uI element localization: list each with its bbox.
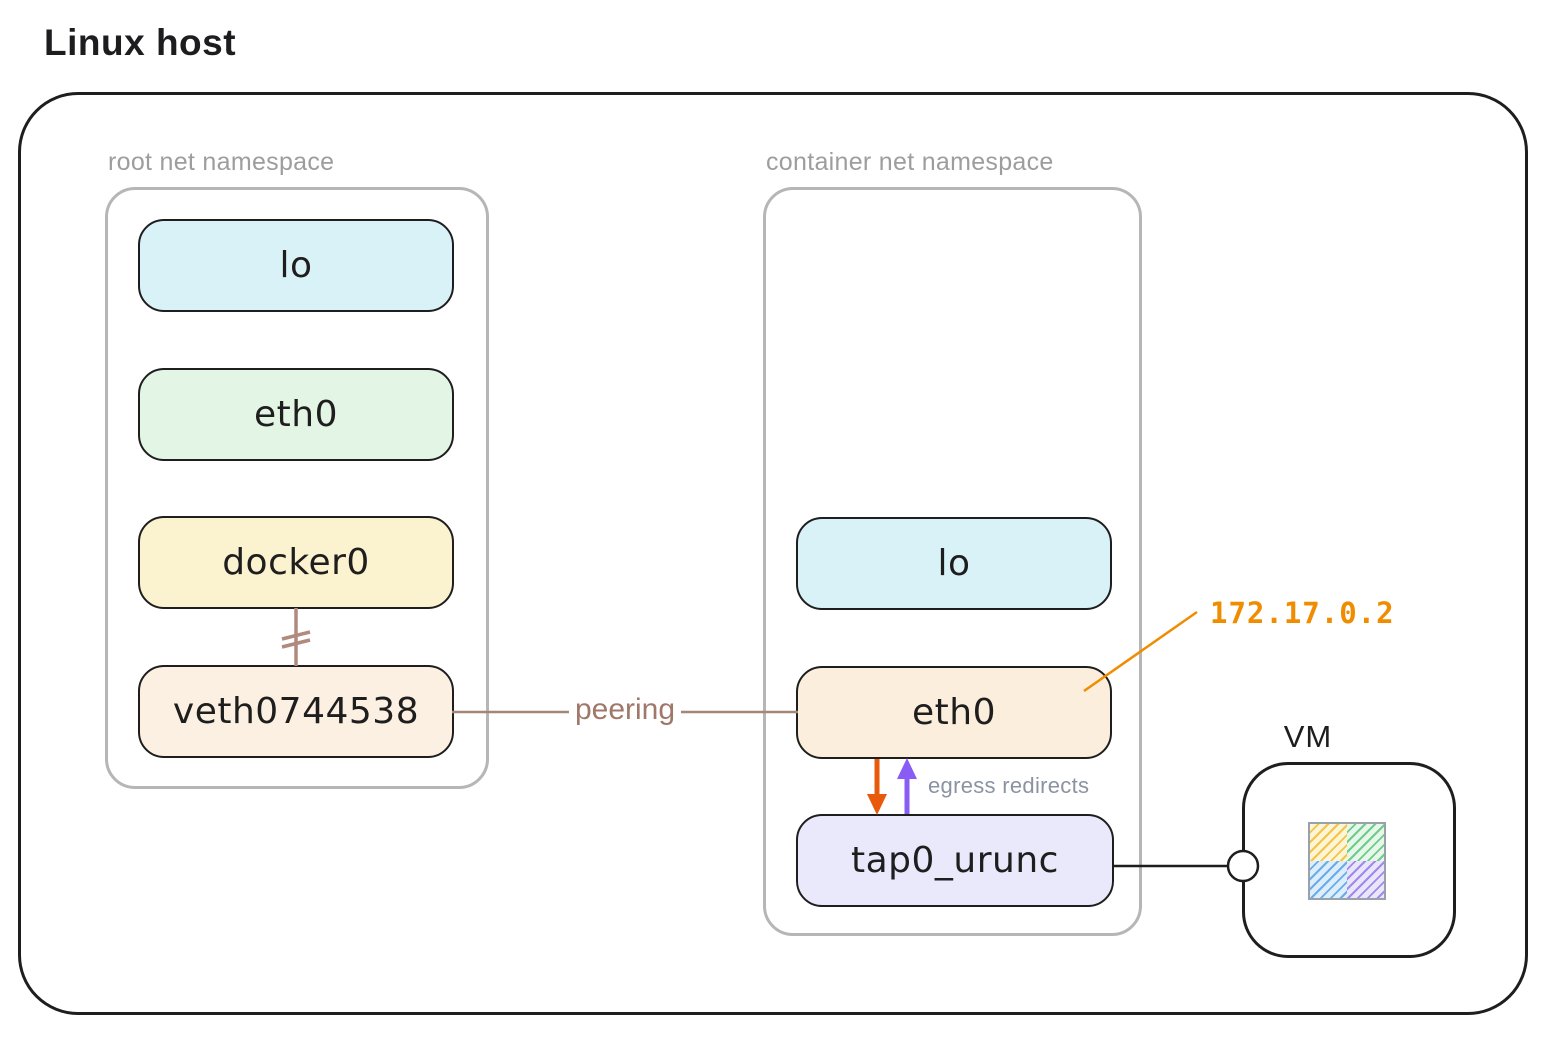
vm-icon-quadrant-blue (1310, 861, 1347, 898)
node-container-eth0-label: eth0 (912, 692, 996, 733)
vm-icon-quadrant-yellow (1310, 824, 1347, 861)
linux-host-box (18, 92, 1528, 1015)
ip-address-label: 172.17.0.2 (1210, 596, 1395, 630)
node-container-lo-label: lo (937, 543, 971, 584)
peering-label: peering (568, 693, 682, 727)
node-root-lo-label: lo (279, 245, 313, 286)
root-namespace-label: root net namespace (108, 148, 335, 176)
node-veth0744538-label: veth0744538 (172, 691, 420, 732)
container-namespace-box (763, 187, 1142, 936)
node-container-eth0: eth0 (796, 666, 1112, 759)
node-docker0-label: docker0 (222, 542, 370, 583)
egress-redirects-label: egress redirects (928, 773, 1090, 798)
node-root-lo: lo (138, 219, 454, 312)
node-root-eth0-label: eth0 (254, 394, 338, 435)
vm-icon-quadrant-green (1347, 824, 1384, 861)
node-docker0: docker0 (138, 516, 454, 609)
vm-hatched-square-icon (1308, 822, 1386, 900)
vm-icon-quadrant-purple (1347, 861, 1384, 898)
vm-label: VM (1283, 719, 1333, 754)
node-tap0-urunc: tap0_urunc (796, 814, 1114, 907)
node-root-eth0: eth0 (138, 368, 454, 461)
root-namespace-box (105, 187, 489, 789)
page-title: Linux host (44, 22, 237, 63)
container-namespace-label: container net namespace (766, 148, 1054, 176)
node-container-lo: lo (796, 517, 1112, 610)
node-tap0-urunc-label: tap0_urunc (851, 840, 1059, 881)
node-veth0744538: veth0744538 (138, 665, 454, 758)
